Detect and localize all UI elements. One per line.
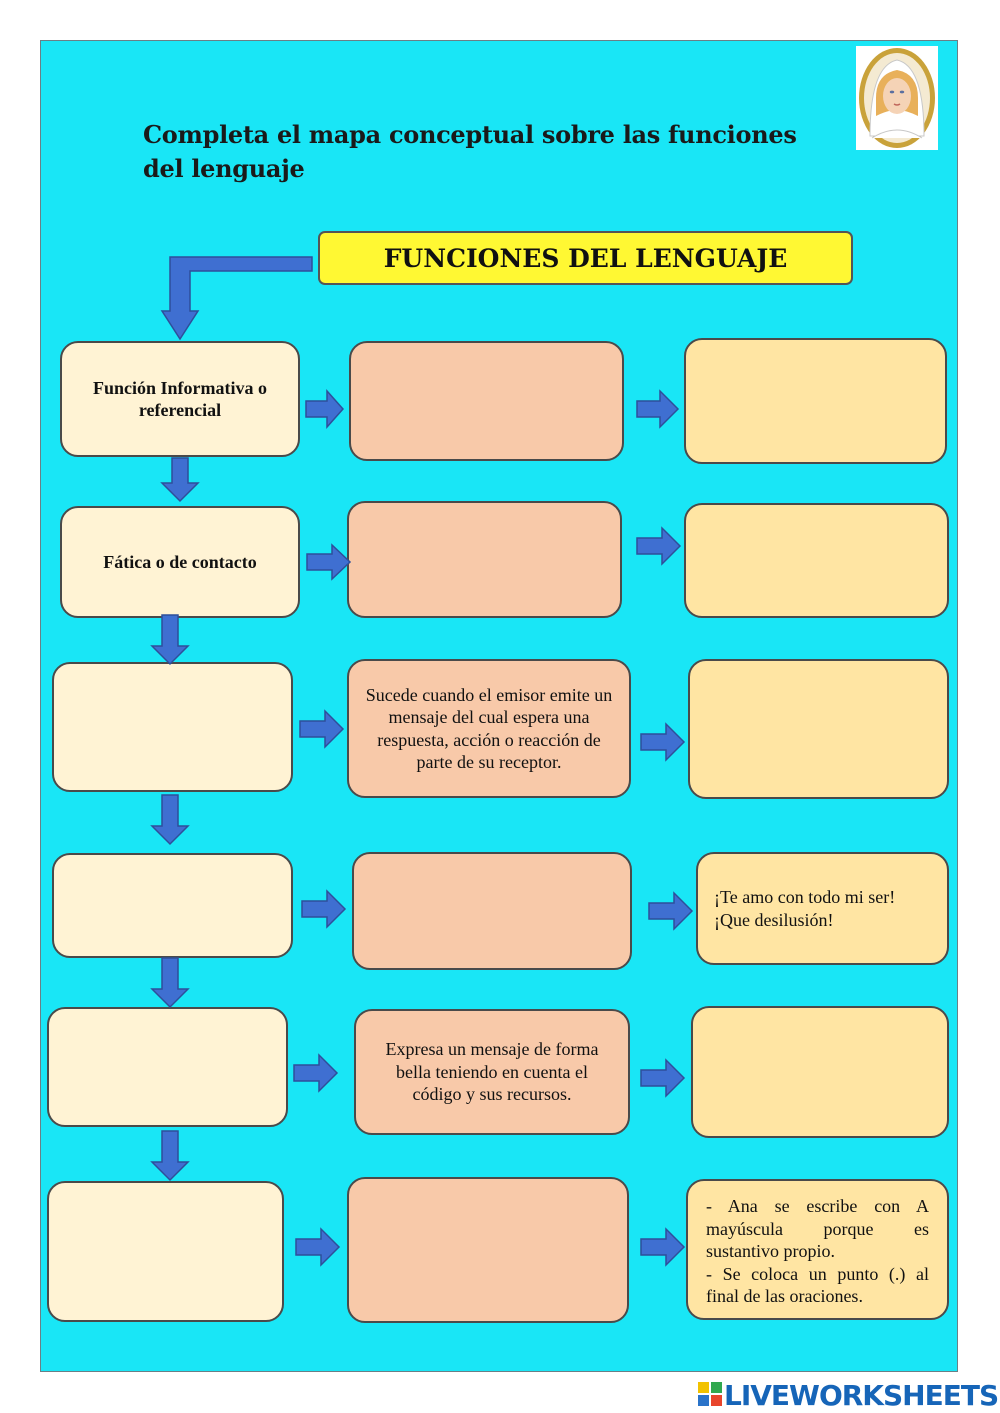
right-arrow-icon — [640, 1227, 686, 1267]
down-arrow-icon — [150, 794, 190, 846]
function-name-text: Función Informativa o referencial — [92, 377, 267, 421]
definition-text: Sucede cuando el emisor emite un mensaje… — [365, 684, 613, 773]
down-arrow-icon — [150, 957, 190, 1009]
right-arrow-icon — [636, 526, 682, 566]
function-name-box[interactable] — [52, 853, 293, 958]
example-box[interactable]: ¡Te amo con todo mi ser! ¡Que desilusión… — [696, 852, 949, 965]
definition-box[interactable]: Sucede cuando el emisor emite un mensaje… — [347, 659, 631, 798]
entry-connector-arrow — [160, 256, 313, 341]
definition-box[interactable] — [347, 501, 622, 618]
right-arrow-icon — [301, 889, 347, 929]
example-line: - Se coloca un punto (.) al final de las… — [706, 1263, 929, 1307]
function-name-box[interactable] — [47, 1007, 288, 1127]
example-box[interactable]: - Ana se escribe con A mayúscula porque … — [686, 1179, 949, 1320]
right-arrow-icon — [299, 709, 345, 749]
example-line: - Ana se escribe con A mayúscula porque … — [706, 1196, 929, 1261]
function-name-box[interactable] — [52, 662, 293, 792]
liveworksheets-logo-icon — [698, 1382, 722, 1406]
definition-box[interactable] — [347, 1177, 629, 1323]
example-line: ¡Te amo con todo mi ser! — [714, 887, 896, 907]
right-arrow-icon — [293, 1053, 339, 1093]
function-name-box[interactable]: Función Informativa o referencial — [60, 341, 300, 457]
right-arrow-icon — [636, 389, 680, 429]
example-box[interactable] — [691, 1006, 949, 1138]
right-arrow-icon — [640, 1058, 686, 1098]
function-name-box[interactable] — [47, 1181, 284, 1322]
down-arrow-icon — [150, 1130, 190, 1182]
definition-text: Expresa un mensaje de forma bella tenien… — [385, 1039, 599, 1105]
virgin-mary-portrait-image — [856, 46, 938, 150]
liveworksheets-footer: LIVEWORKSHEETS — [698, 1377, 999, 1412]
down-arrow-icon — [160, 457, 200, 503]
right-arrow-icon — [305, 389, 345, 429]
right-arrow-icon — [648, 891, 694, 931]
example-box[interactable] — [684, 338, 947, 464]
page-title: Completa el mapa conceptual sobre las fu… — [143, 120, 797, 183]
down-arrow-icon — [150, 614, 190, 666]
right-arrow-icon — [640, 722, 686, 762]
example-box[interactable] — [684, 503, 949, 618]
function-name-box[interactable]: Fática o de contacto — [60, 506, 300, 618]
right-arrow-icon — [306, 543, 352, 581]
function-name-text: Fática o de contacto — [103, 551, 257, 572]
concept-map-banner: FUNCIONES DEL LENGUAJE — [318, 231, 853, 285]
definition-box[interactable]: Expresa un mensaje de forma bella tenien… — [354, 1009, 630, 1135]
example-line: ¡Que desilusión! — [714, 909, 834, 930]
liveworksheets-brand: LIVEWORKSHEETS — [724, 1379, 999, 1412]
example-box[interactable] — [688, 659, 949, 799]
definition-box[interactable] — [349, 341, 624, 461]
definition-box[interactable] — [352, 852, 632, 970]
right-arrow-icon — [295, 1227, 341, 1267]
